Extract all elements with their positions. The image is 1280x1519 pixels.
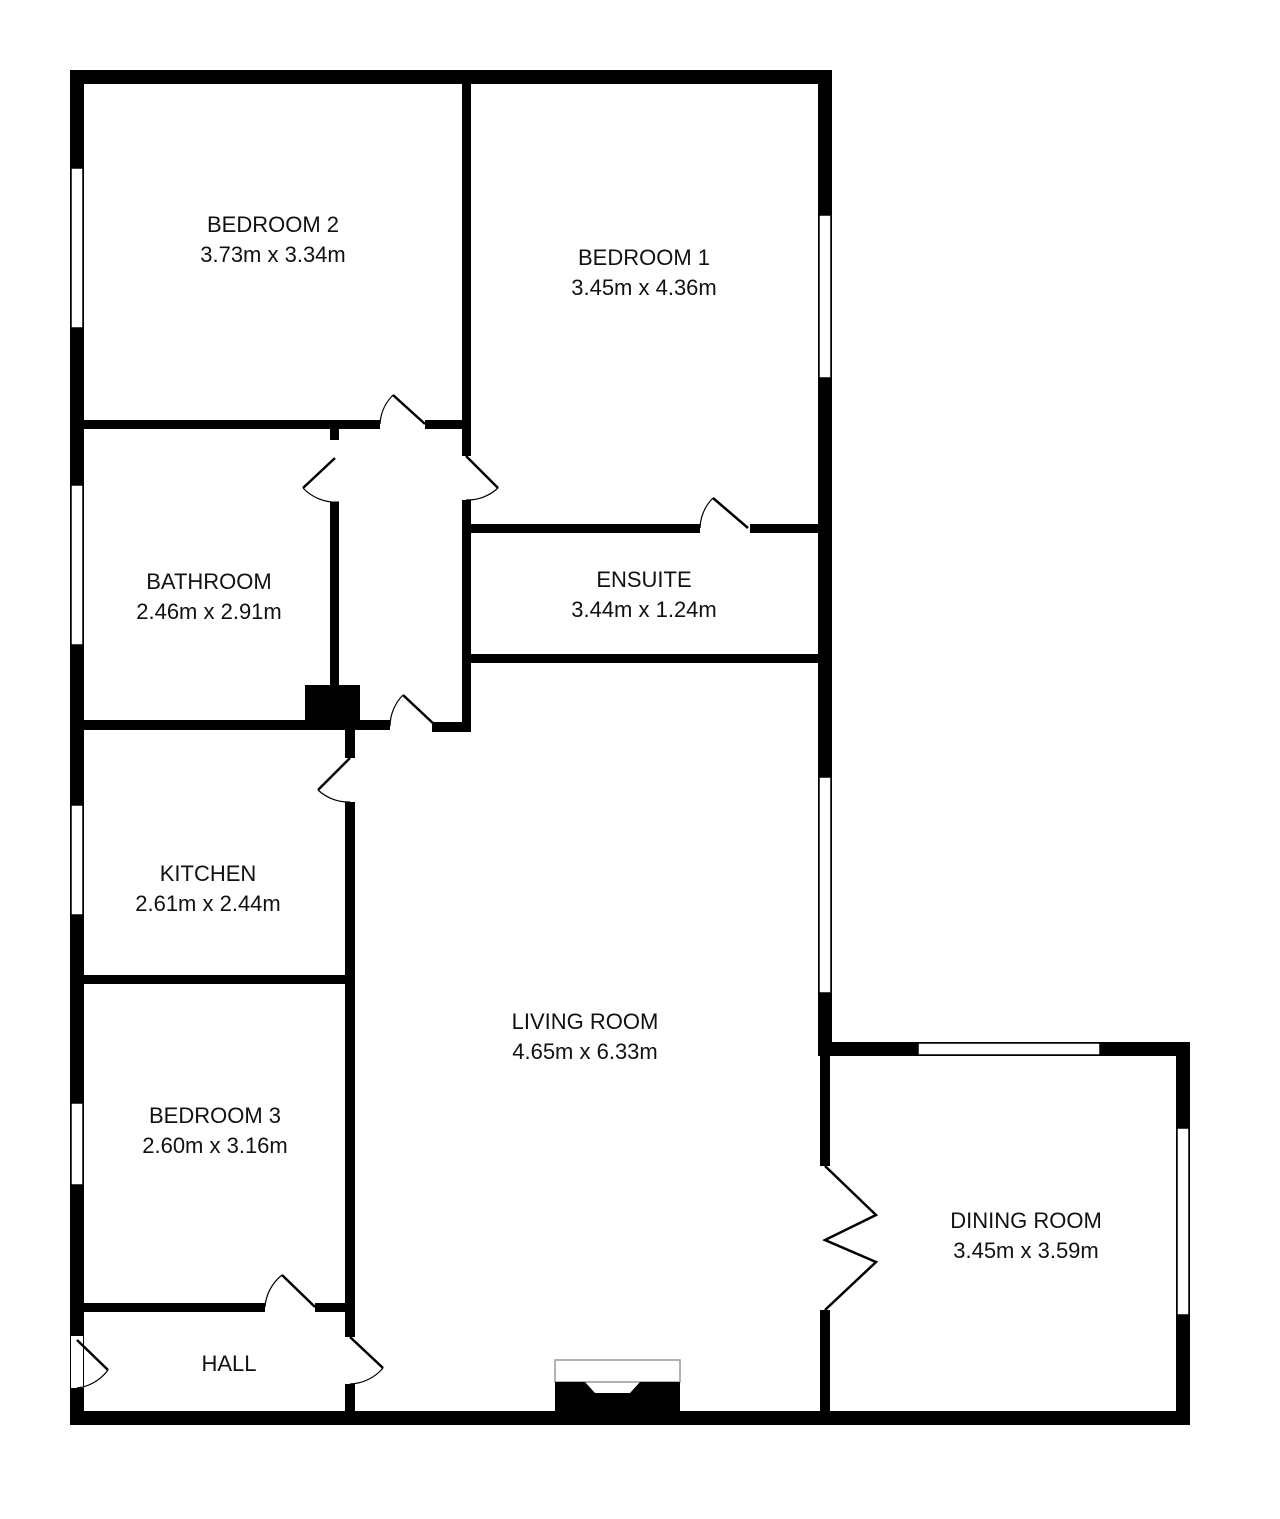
room-size: 3.44m x 1.24m — [571, 597, 717, 622]
room-name: BEDROOM 1 — [578, 245, 710, 270]
room-name: ENSUITE — [596, 567, 691, 592]
room-name: BEDROOM 2 — [207, 212, 339, 237]
room-size: 3.45m x 3.59m — [953, 1238, 1099, 1263]
room-size: 2.46m x 2.91m — [136, 599, 282, 624]
room-name: KITCHEN — [160, 861, 257, 886]
room-size: 3.73m x 3.34m — [200, 242, 346, 267]
room-name: BATHROOM — [146, 569, 271, 594]
room-labels: BEDROOM 2 3.73m x 3.34m BEDROOM 1 3.45m … — [135, 212, 1102, 1376]
windows — [70, 167, 1190, 1388]
room-name: LIVING ROOM — [512, 1009, 659, 1034]
room-name: HALL — [201, 1351, 256, 1376]
fireplace — [554, 1359, 681, 1412]
room-size: 3.45m x 4.36m — [571, 275, 717, 300]
inner-walls — [84, 84, 830, 1414]
doors — [76, 394, 879, 1389]
room-size: 4.65m x 6.33m — [512, 1039, 658, 1064]
room-name: DINING ROOM — [950, 1208, 1102, 1233]
room-name: BEDROOM 3 — [149, 1103, 281, 1128]
room-size: 2.61m x 2.44m — [135, 891, 281, 916]
room-size: 2.60m x 3.16m — [142, 1133, 288, 1158]
